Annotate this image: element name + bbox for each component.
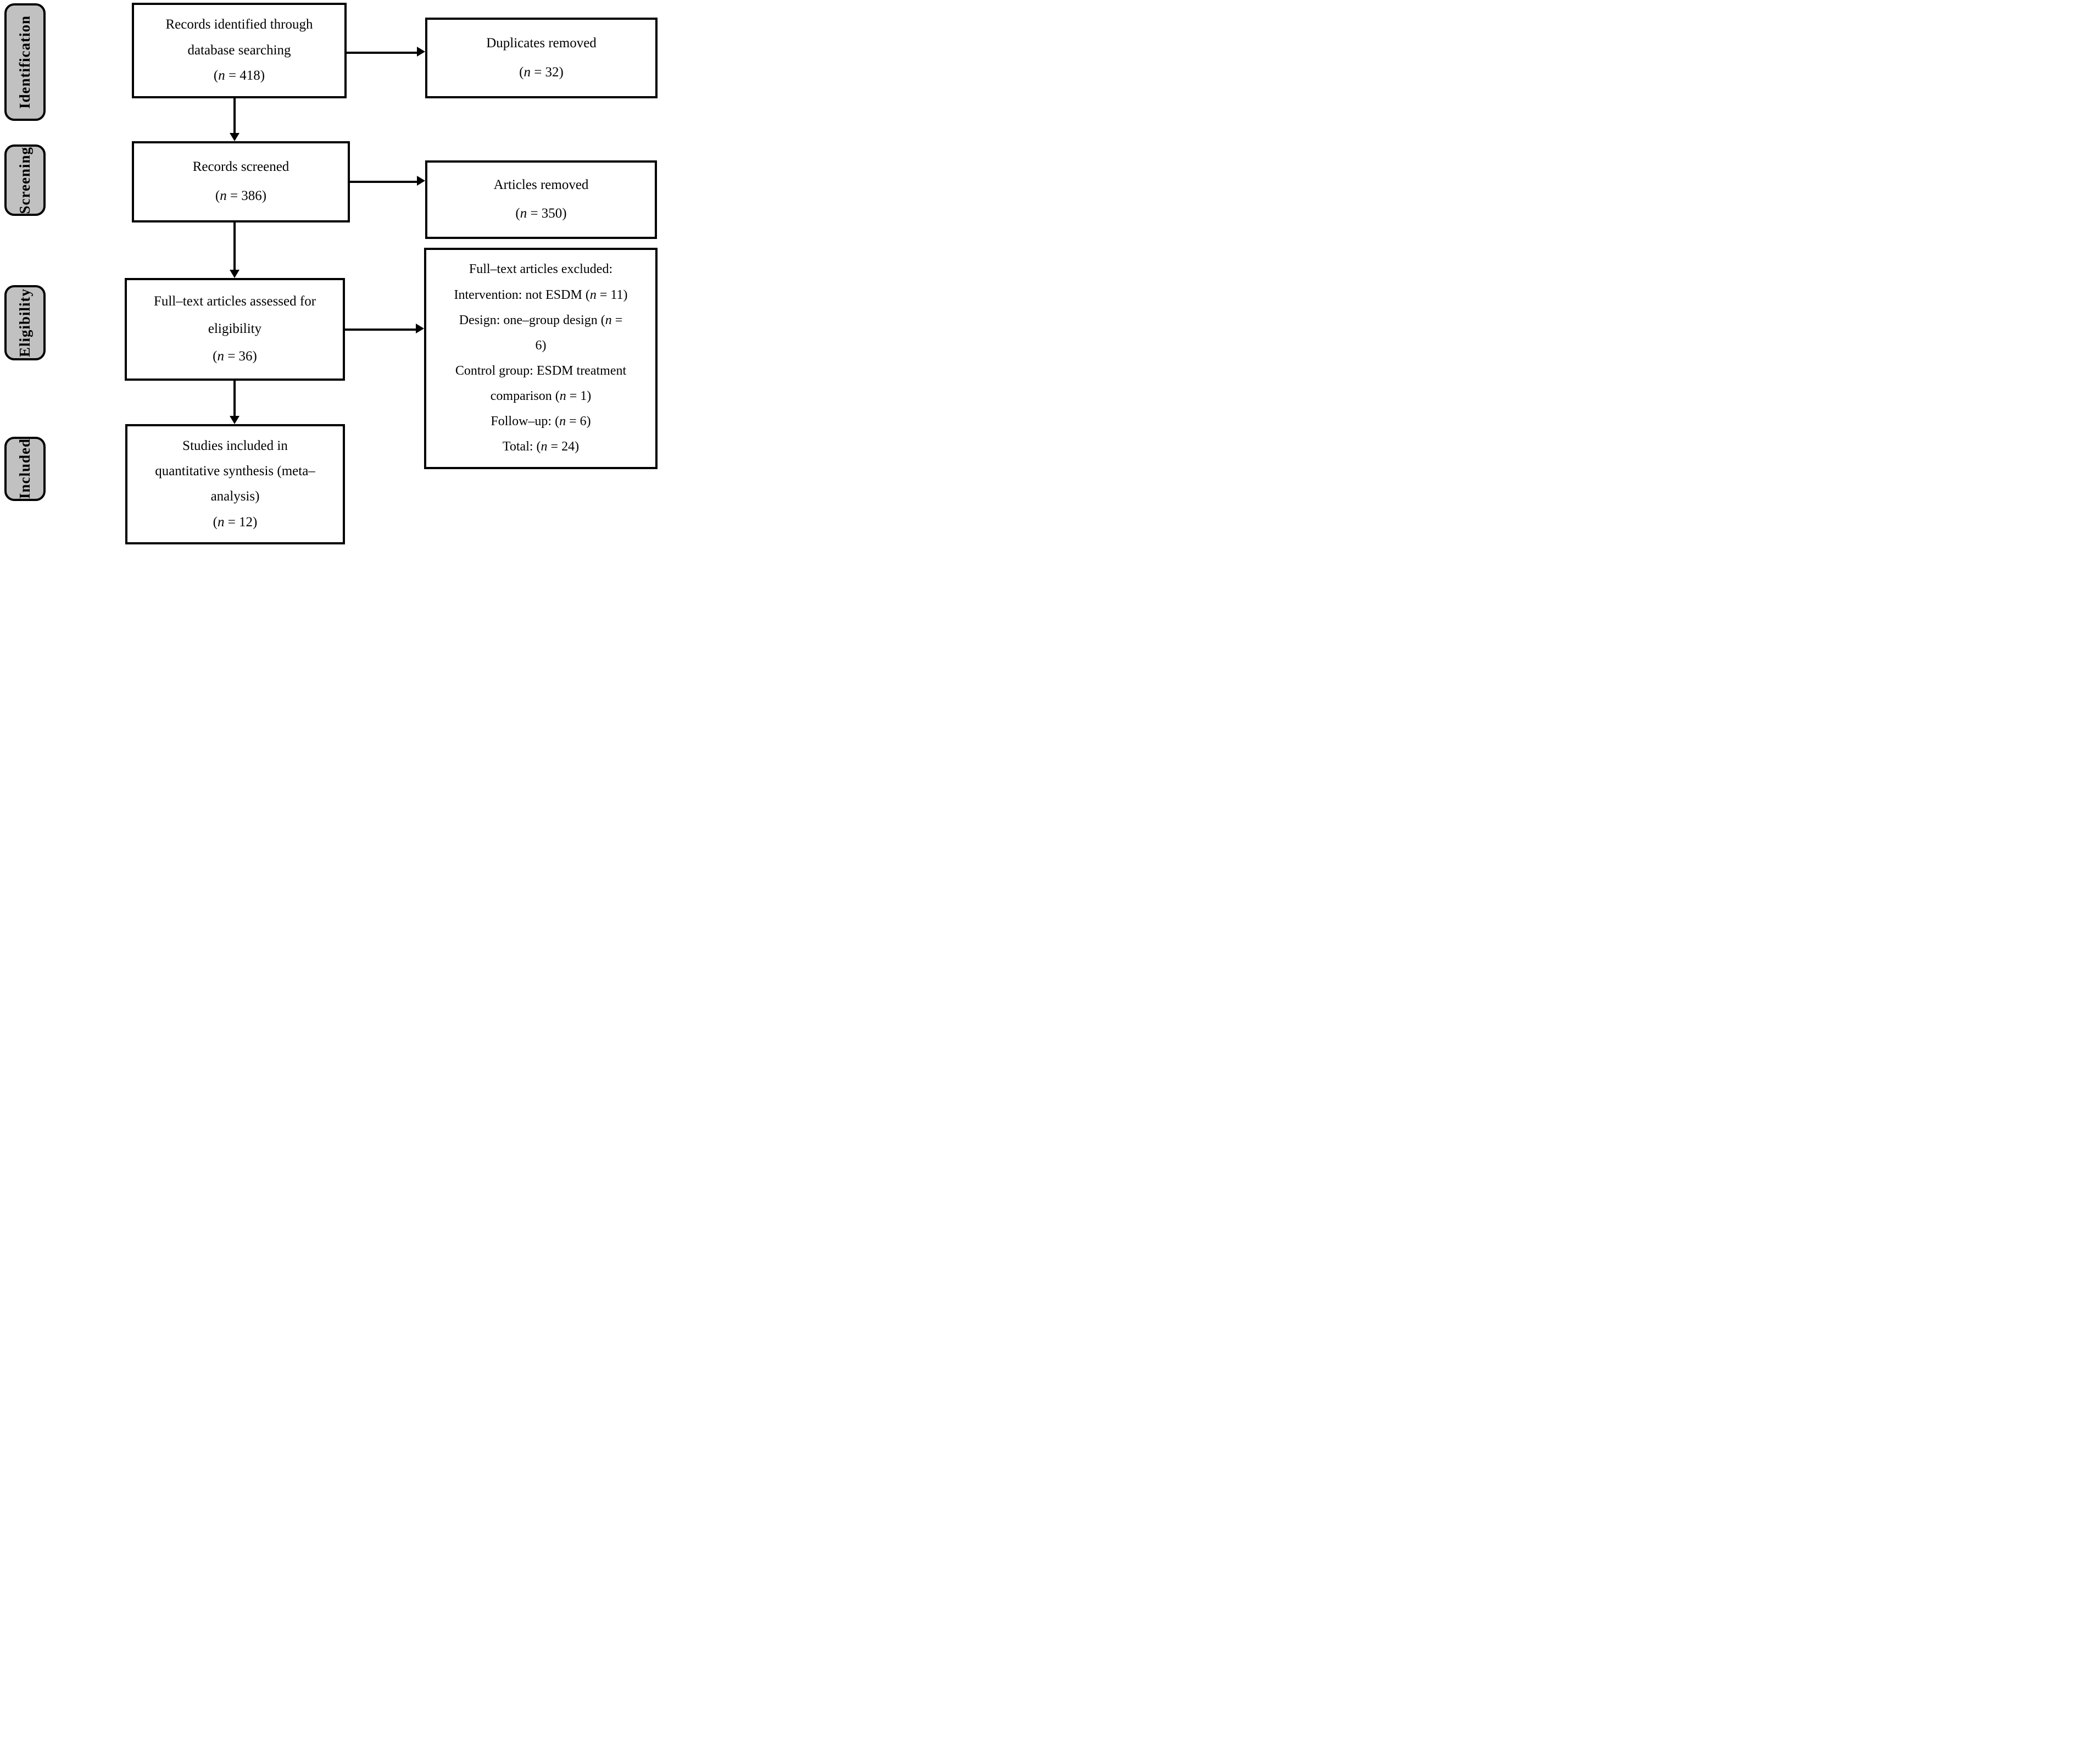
box-fulltext-excluded: Full–text articles excluded:Intervention…: [424, 248, 658, 469]
prisma-flow-diagram: Identification Screening Eligibility Inc…: [0, 0, 659, 547]
stage-label-screening-text: Screening: [16, 146, 33, 214]
box-articles-removed: Articles removed(n = 350): [425, 160, 657, 239]
arrow-screened-to-articles-removed: [350, 181, 419, 183]
stage-label-screening: Screening: [4, 144, 46, 216]
stage-label-included-text: Included: [16, 438, 33, 499]
arrow-identified-to-duplicates: [347, 52, 419, 54]
stage-label-eligibility-text: Eligibility: [16, 288, 33, 358]
stage-label-eligibility: Eligibility: [4, 285, 46, 360]
arrowhead-down-icon: [230, 133, 239, 141]
box-duplicates-removed: Duplicates removed(n = 32): [425, 18, 658, 98]
arrowhead-down-icon: [230, 270, 239, 278]
arrowhead-right-icon: [417, 47, 425, 57]
arrowhead-right-icon: [416, 324, 424, 333]
box-records-screened: Records screened(n = 386): [132, 141, 350, 222]
arrow-screened-to-fulltext: [233, 222, 236, 271]
arrowhead-down-icon: [230, 416, 239, 424]
arrow-fulltext-to-included: [233, 380, 236, 418]
stage-label-identification-text: Identification: [16, 15, 33, 109]
stage-label-included: Included: [4, 437, 46, 501]
arrowhead-right-icon: [417, 176, 425, 186]
arrow-identified-to-screened: [233, 98, 236, 135]
arrow-fulltext-to-excluded: [345, 329, 417, 331]
stage-label-identification: Identification: [4, 3, 46, 121]
